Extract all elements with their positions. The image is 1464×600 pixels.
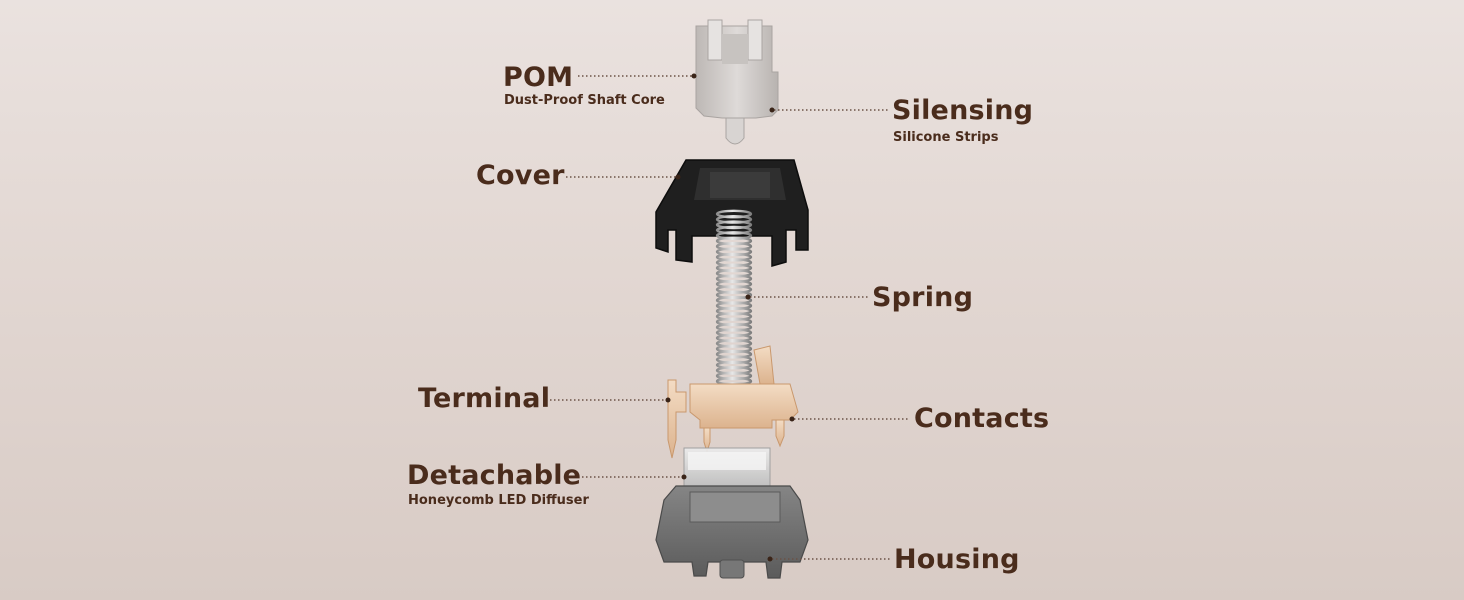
contacts-title: Contacts [914,403,1050,434]
pom-title: POM [503,62,574,93]
silensing-title: Silensing [892,95,1034,126]
housing-title: Housing [894,544,1020,575]
cover-title: Cover [476,160,565,191]
spring-part [715,209,753,397]
led-diffuser [683,447,771,493]
housing-part [655,485,809,579]
cover-part [655,159,809,267]
pom-subtitle: Dust-Proof Shaft Core [504,93,665,108]
silensing-subtitle: Silicone Strips [893,130,999,145]
spring-title: Spring [872,282,974,313]
leader-dots [665,73,795,562]
detachable-title: Detachable [407,460,582,491]
terminal-title: Terminal [418,383,551,414]
detachable-subtitle: Honeycomb LED Diffuser [408,493,589,508]
pom-stem [695,19,779,145]
leader-lines [550,75,910,560]
contact-plates [667,345,799,459]
